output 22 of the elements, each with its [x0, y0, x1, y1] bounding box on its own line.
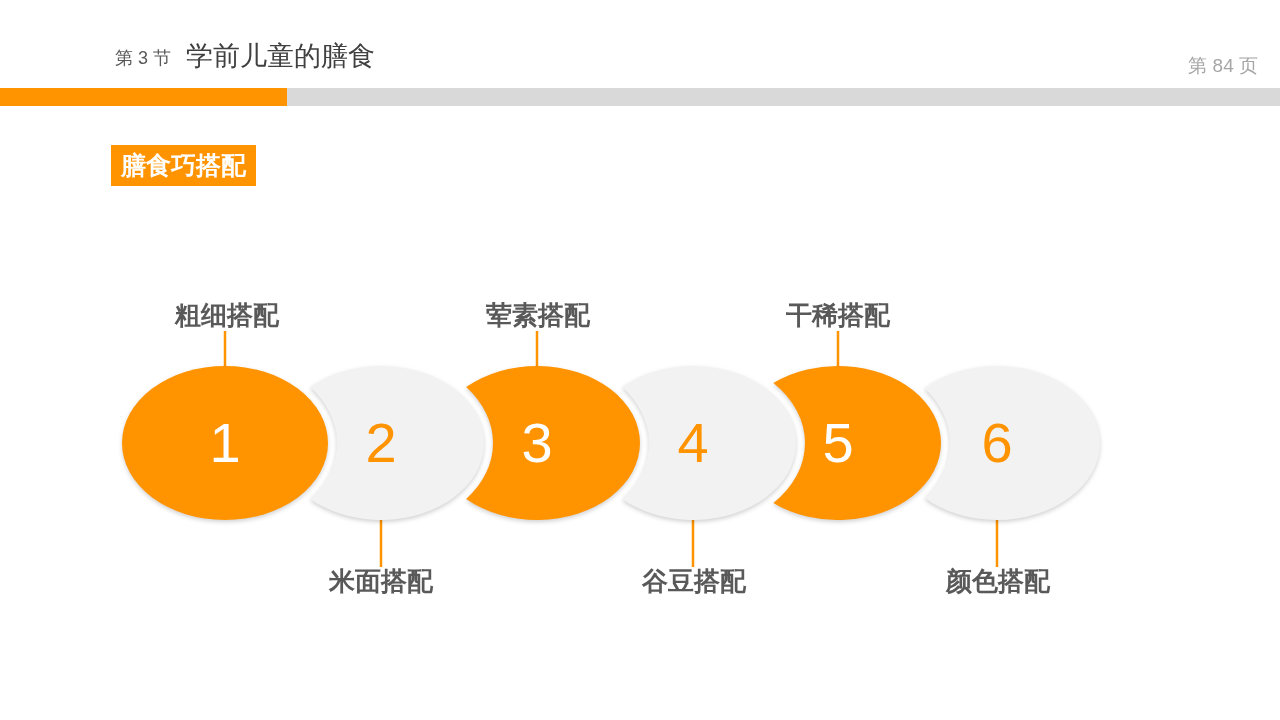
step-label: 干稀搭配: [786, 301, 890, 331]
leader-line: [379, 520, 383, 568]
step-label: 谷豆搭配: [642, 567, 746, 597]
step-label: 米面搭配: [329, 567, 433, 597]
step-label: 粗细搭配: [175, 301, 279, 331]
step-number: 4: [677, 415, 709, 471]
leader-line: [836, 330, 840, 366]
section-number: 第 3 节: [115, 48, 171, 69]
leader-line: [535, 330, 539, 366]
step-number: 3: [521, 415, 553, 471]
leader-line: [995, 520, 999, 568]
step-number: 6: [981, 415, 1013, 471]
leader-line: [223, 330, 227, 366]
step-label: 颜色搭配: [946, 567, 1050, 597]
step-number: 2: [365, 415, 397, 471]
step-number: 5: [822, 415, 854, 471]
heading-tag: 膳食巧搭配: [111, 145, 256, 186]
step-number: 1: [209, 415, 241, 471]
leader-line: [691, 520, 695, 568]
header-title: 学前儿童的膳食: [186, 41, 375, 73]
page-number: 第 84 页: [1188, 55, 1258, 77]
step-label: 荤素搭配: [486, 301, 590, 331]
